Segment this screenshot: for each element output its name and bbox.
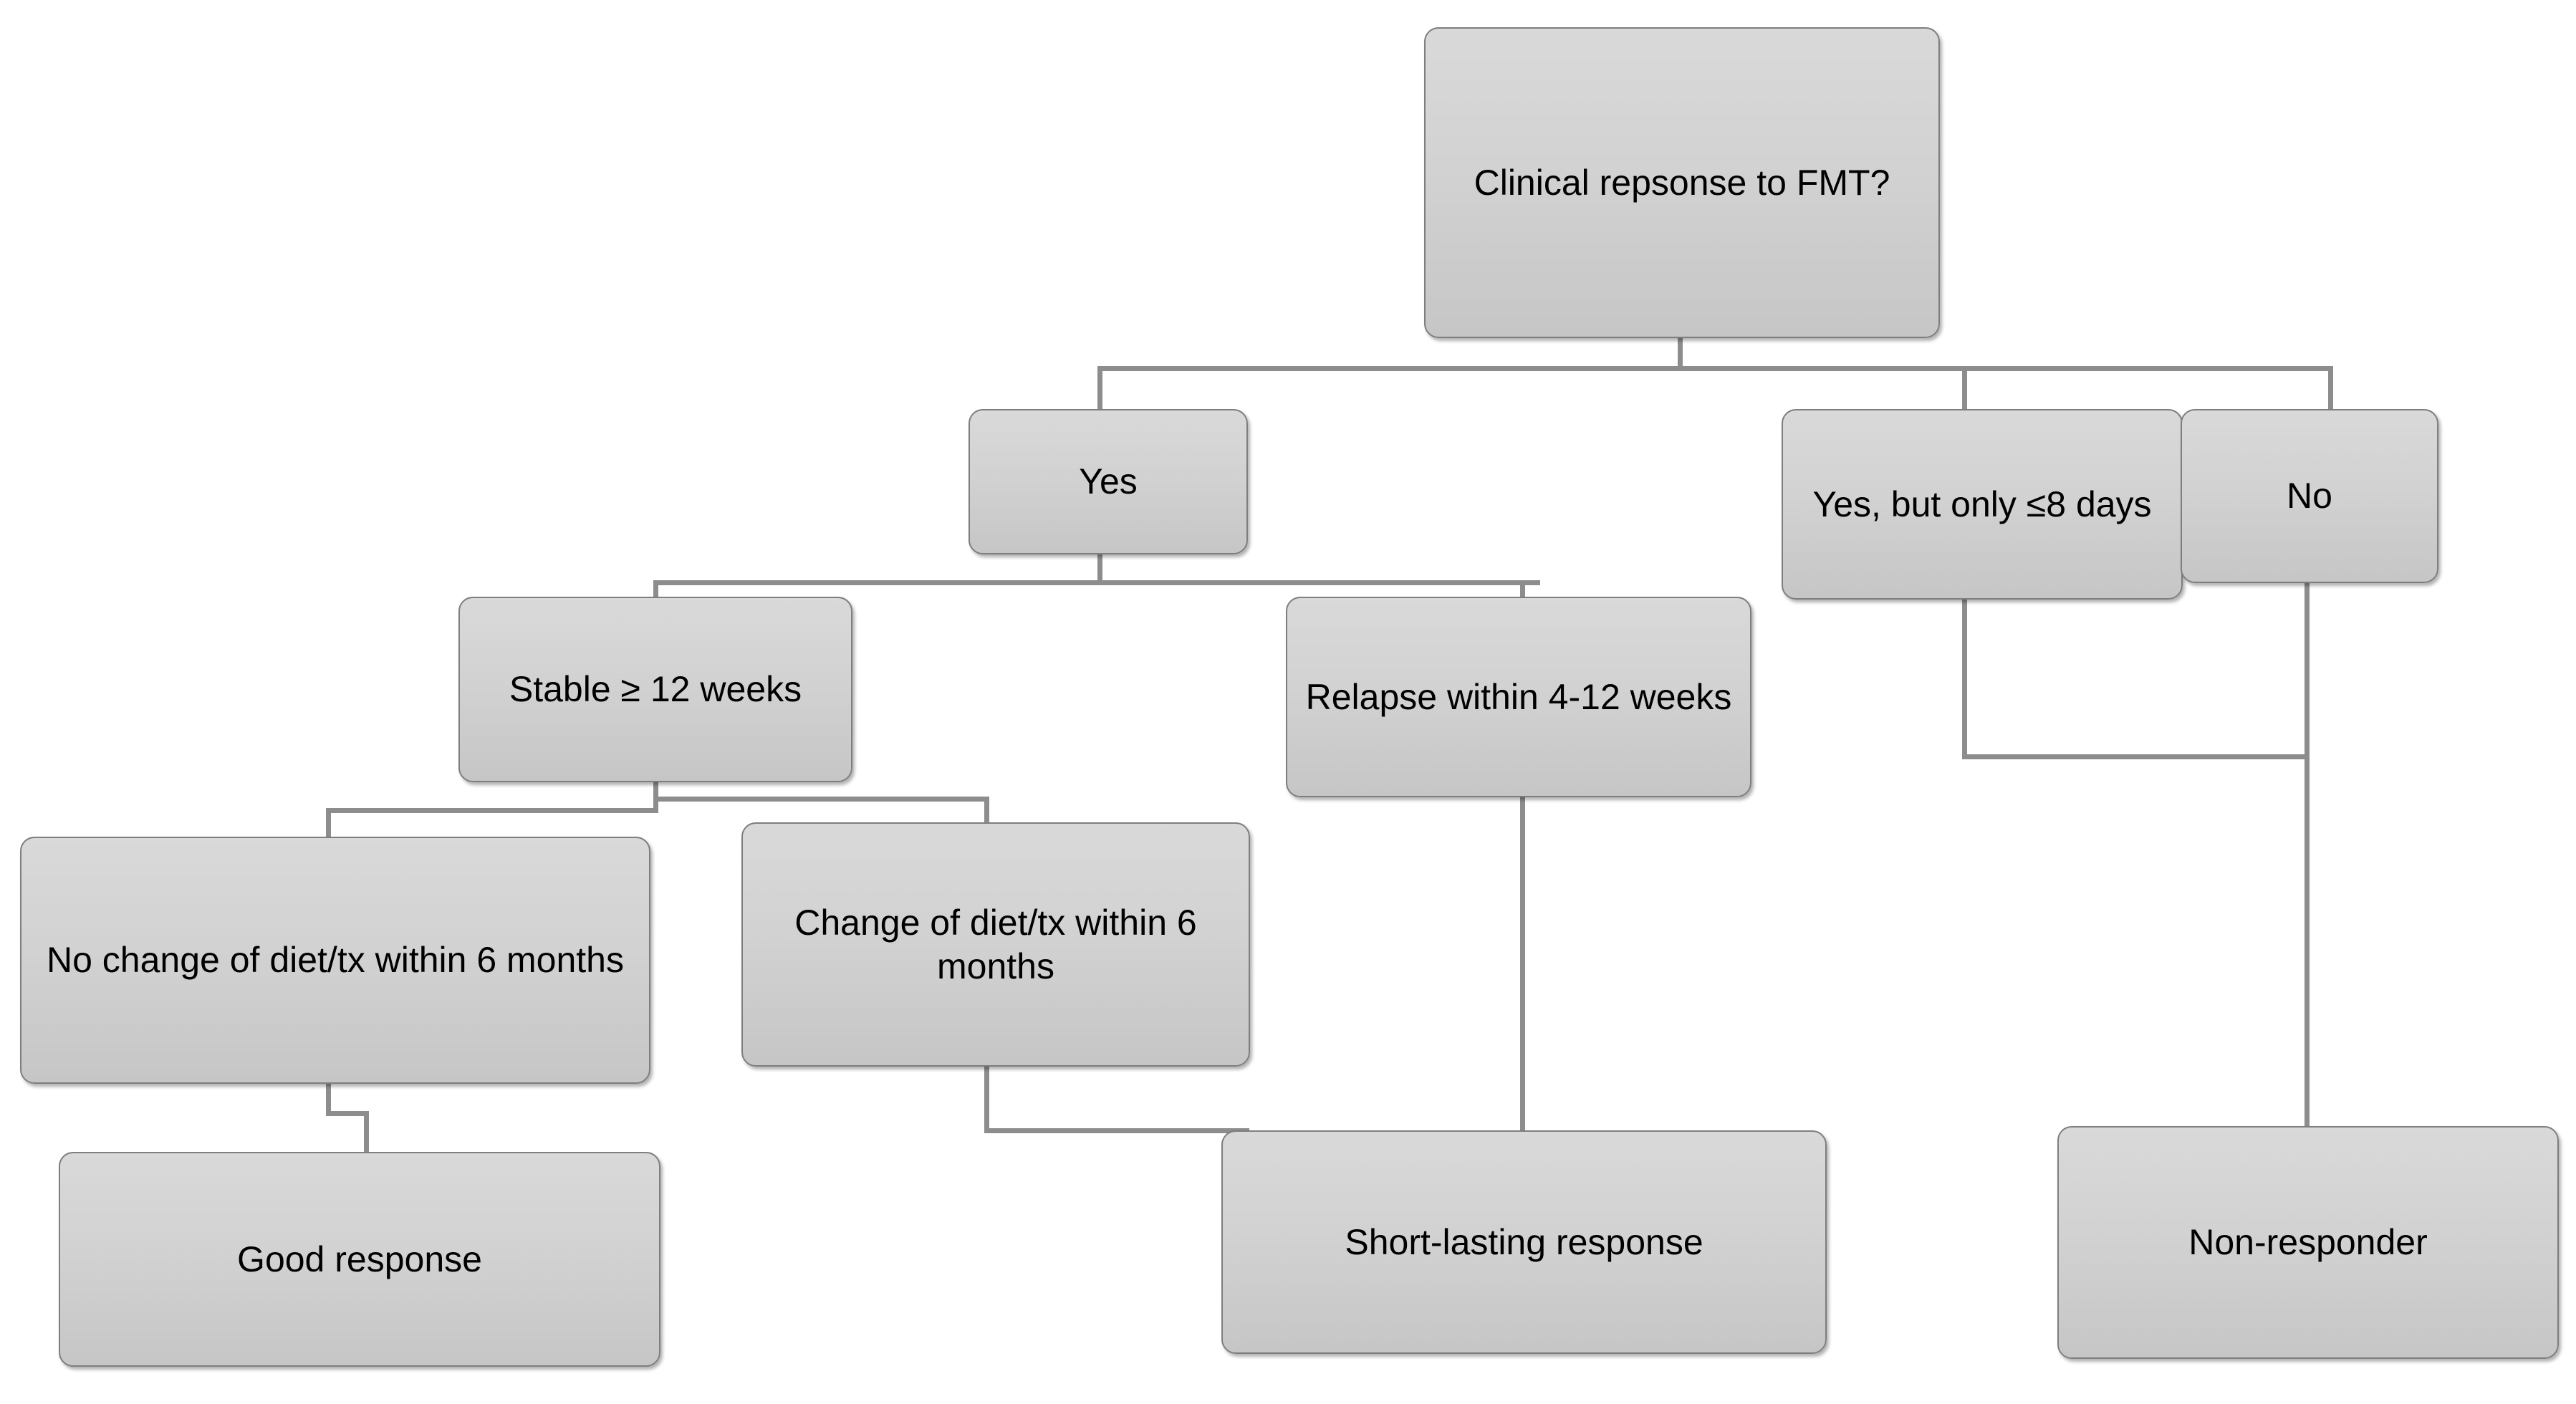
edge-stable-to-nochange-drop xyxy=(326,808,331,840)
edge-root-stem xyxy=(1678,335,1683,371)
edge-yesbut-stem xyxy=(1962,597,1967,759)
edge-yes-bus xyxy=(653,580,1540,585)
node-non-responder[interactable]: Non-responder xyxy=(2057,1126,2559,1359)
node-root-label: Clinical repsonse to FMT? xyxy=(1474,162,1890,203)
edge-nochange-stem xyxy=(326,1080,331,1116)
node-change-diet[interactable]: Change of diet/tx within 6 months xyxy=(741,822,1250,1067)
node-yes-but-only[interactable]: Yes, but only ≤8 days xyxy=(1782,409,2183,600)
edge-root-bus xyxy=(1097,366,2333,371)
node-root[interactable]: Clinical repsonse to FMT? xyxy=(1424,27,1940,338)
edge-yes-to-stable-drop xyxy=(653,580,658,609)
node-no-label: No xyxy=(2287,476,2332,516)
edge-change-to-short-run xyxy=(984,1128,1249,1133)
node-non-responder-label: Non-responder xyxy=(2188,1222,2428,1262)
node-stable-12-weeks-label: Stable ≥ 12 weeks xyxy=(509,669,802,709)
node-no-change-diet-label: No change of diet/tx within 6 months xyxy=(46,940,624,980)
node-yes-but-only-label: Yes, but only ≤8 days xyxy=(1812,484,2152,524)
edge-yesbut-run xyxy=(1962,754,2310,759)
node-short-lasting-response-label: Short-lasting response xyxy=(1345,1221,1703,1262)
edge-relapse-to-short-drop xyxy=(1520,795,1525,1137)
node-no[interactable]: No xyxy=(2181,409,2438,583)
node-good-response[interactable]: Good response xyxy=(59,1152,660,1367)
node-relapse-4-12-weeks-label: Relapse within 4-12 weeks xyxy=(1305,676,1732,717)
edge-yes-to-relapse-drop xyxy=(1520,580,1525,609)
node-change-diet-label: Change of diet/tx within 6 months xyxy=(794,902,1197,986)
edge-no-to-nonresponder-drop xyxy=(2305,580,2310,1130)
edge-change-stem xyxy=(984,1067,989,1133)
edge-stable-bus-left xyxy=(326,808,658,813)
node-short-lasting-response[interactable]: Short-lasting response xyxy=(1221,1130,1827,1354)
node-no-change-diet[interactable]: No change of diet/tx within 6 months xyxy=(20,837,650,1084)
node-yes[interactable]: Yes xyxy=(969,409,1248,554)
edge-yes-stem xyxy=(1097,552,1102,585)
edge-stable-bus-right xyxy=(653,797,989,802)
edge-root-to-yes-drop xyxy=(1097,366,1102,413)
edge-nochange-to-good-drop xyxy=(364,1111,369,1154)
node-stable-12-weeks[interactable]: Stable ≥ 12 weeks xyxy=(458,597,852,782)
edge-stable-to-change-drop xyxy=(984,797,989,841)
edge-root-to-yesbut-drop xyxy=(1962,366,1967,413)
edge-stable-stem xyxy=(653,779,658,812)
node-relapse-4-12-weeks[interactable]: Relapse within 4-12 weeks xyxy=(1286,597,1751,797)
edge-root-to-no-drop xyxy=(2328,366,2333,413)
node-good-response-label: Good response xyxy=(237,1239,482,1279)
edge-nochange-jog xyxy=(326,1111,369,1116)
node-yes-label: Yes xyxy=(1079,461,1138,501)
